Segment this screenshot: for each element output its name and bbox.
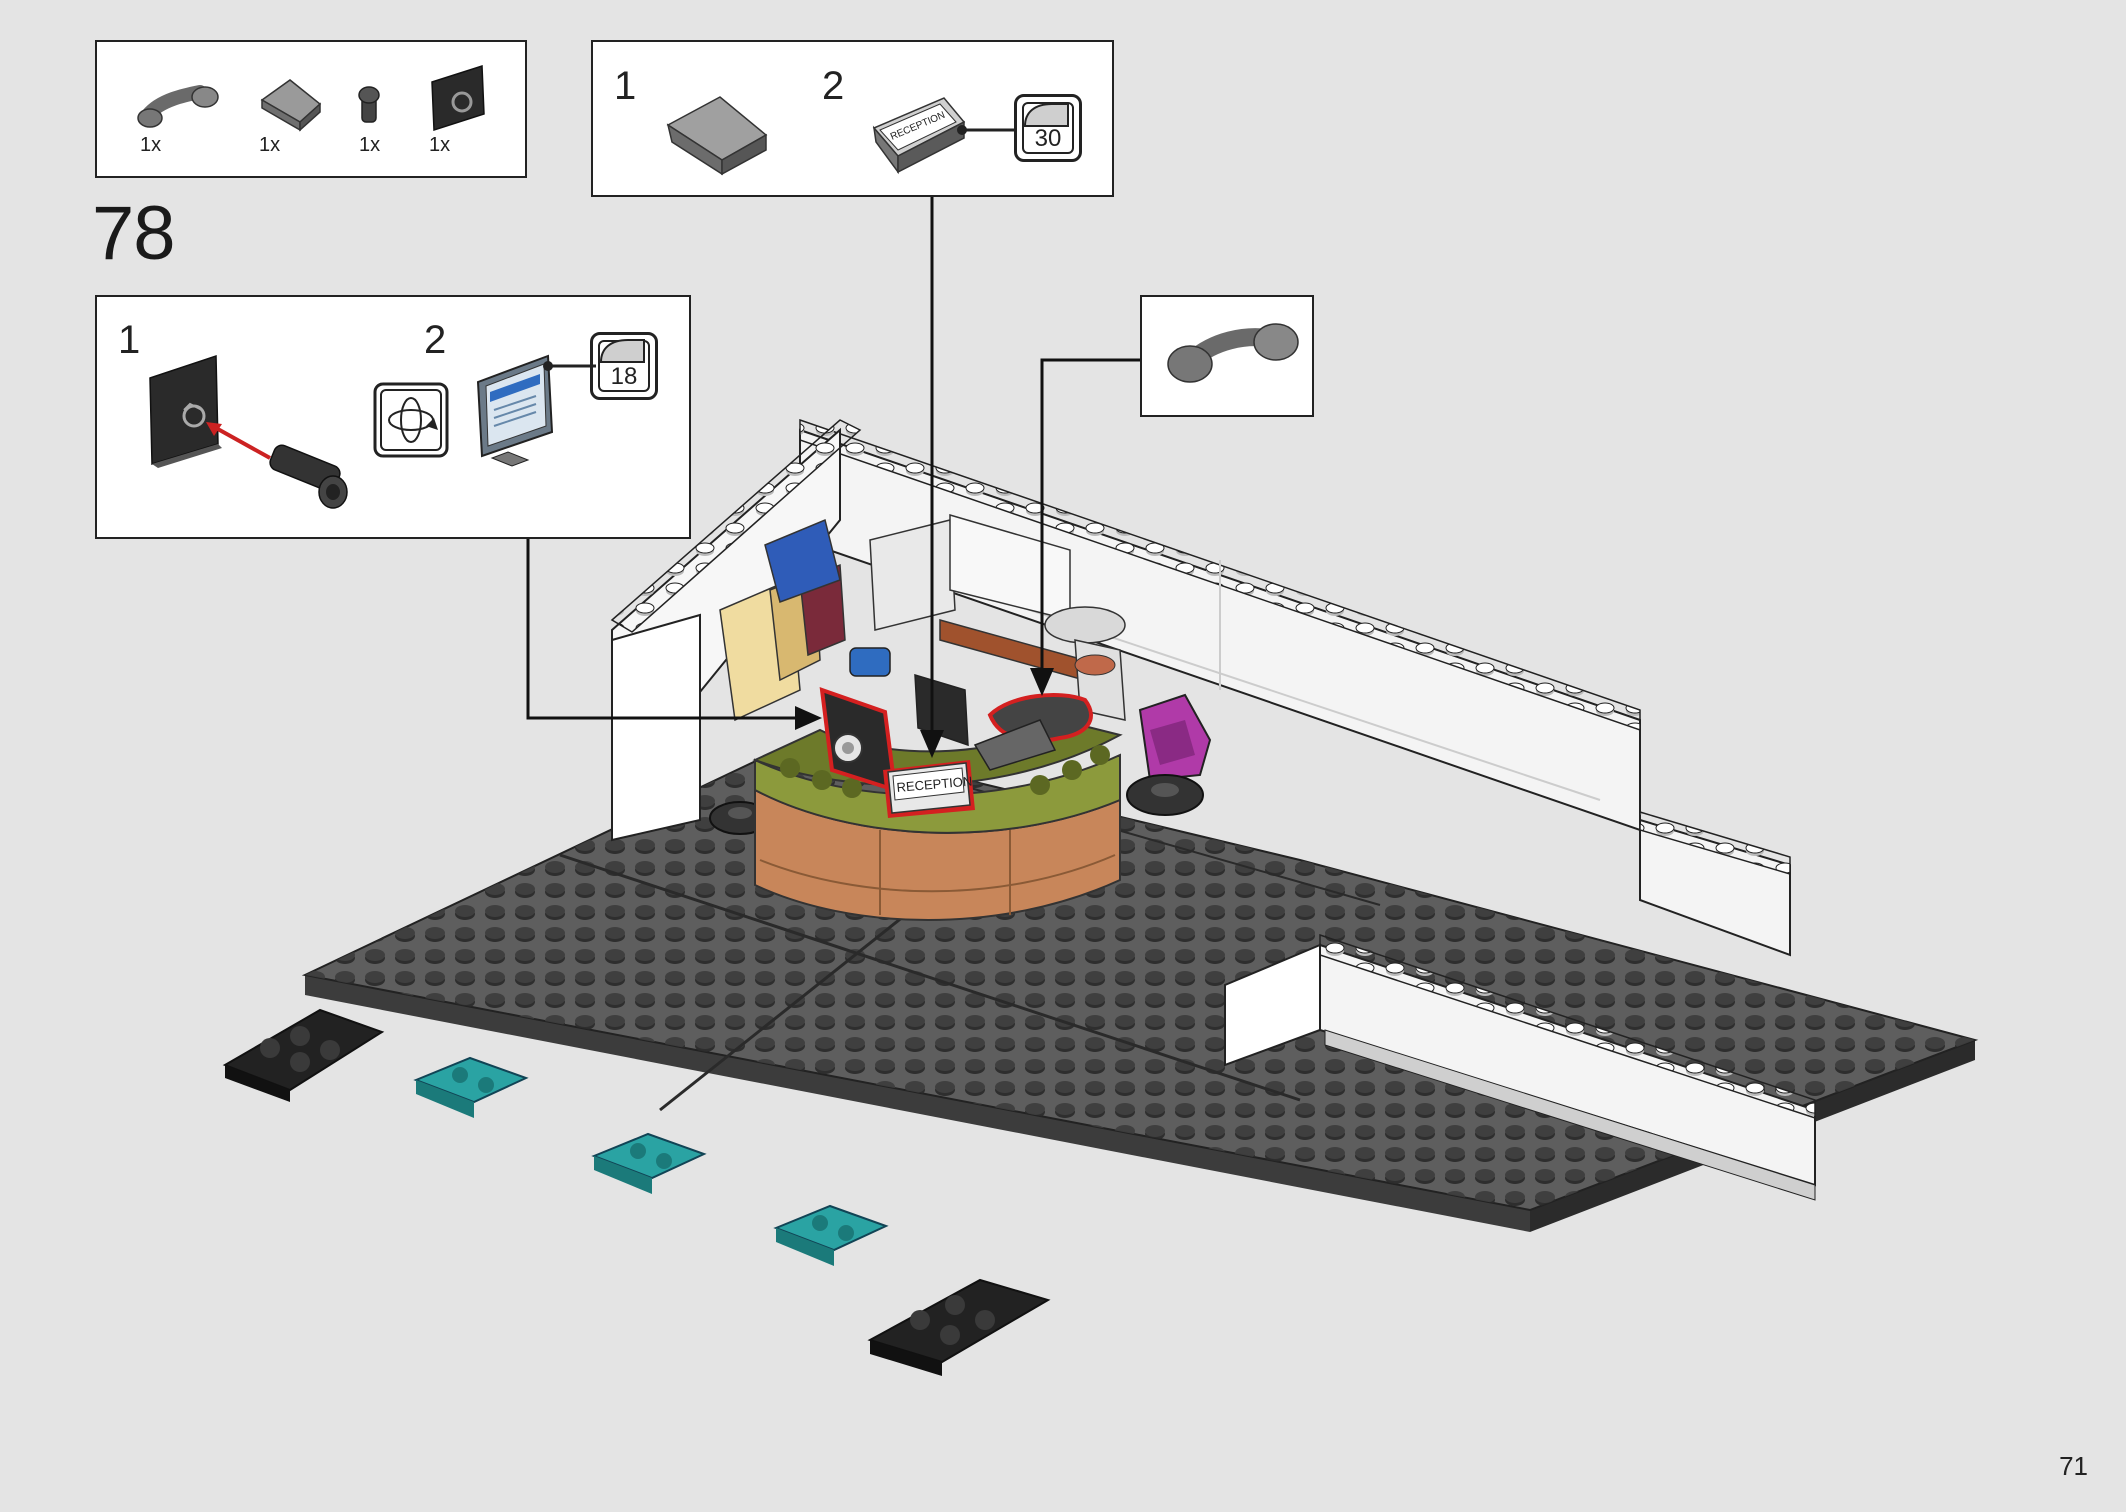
sticker-sheet-icon: [1023, 103, 1069, 127]
callout-left-substep-1: 1: [118, 318, 141, 362]
reception-sign-icon: RECEPTION: [872, 97, 1014, 175]
back-wall: [799, 418, 1791, 957]
sticker-number-30: 30: [1034, 125, 1062, 152]
callout-top-substep-1: 1: [614, 64, 637, 108]
panel-clip-assembly-icon: [149, 354, 348, 509]
clip-piece-icon: [358, 86, 380, 123]
sticker-sheet-icon-18: [599, 339, 645, 363]
rotate-model-icon: [373, 382, 449, 458]
part-qty-4: 1x: [429, 134, 451, 156]
sticker-badge-30: 30: [1014, 94, 1082, 162]
desk-reception-sign: RECEPTION: [883, 760, 975, 818]
desk-handset-highlight: [973, 693, 1093, 771]
page-number: 71: [2059, 1451, 2088, 1481]
desk-reception-sign-text: RECEPTION: [896, 773, 973, 795]
callout-top-substep-2: 2: [822, 64, 845, 108]
step-number: 78: [92, 191, 176, 276]
reception-desk: [752, 718, 1123, 921]
shelf-items: [719, 514, 1126, 722]
slope-tile-icon: [260, 79, 322, 132]
part-qty-3: 1x: [359, 134, 381, 156]
part-qty-1: 1x: [140, 134, 162, 156]
monitor-screen-icon: [476, 354, 596, 467]
handset-part-icon: [1167, 323, 1299, 383]
front-right-ledge: [1224, 933, 1816, 1201]
pointer-lines: [526, 197, 1140, 758]
part-qty-2: 1x: [259, 134, 281, 156]
desk-monitor: [914, 673, 969, 747]
desk-panel-highlight: [819, 687, 898, 793]
handset-piece-icon: [137, 85, 219, 128]
slope-brick-icon: [666, 96, 768, 176]
panel-with-clip-icon: [431, 64, 485, 132]
sticker-number-18: 18: [610, 363, 638, 390]
magenta-chair: [1138, 693, 1212, 782]
callout-left-substep-2: 2: [424, 318, 447, 362]
teal-plates: [413, 1056, 889, 1266]
dark-corner-plates: [222, 1008, 1051, 1376]
